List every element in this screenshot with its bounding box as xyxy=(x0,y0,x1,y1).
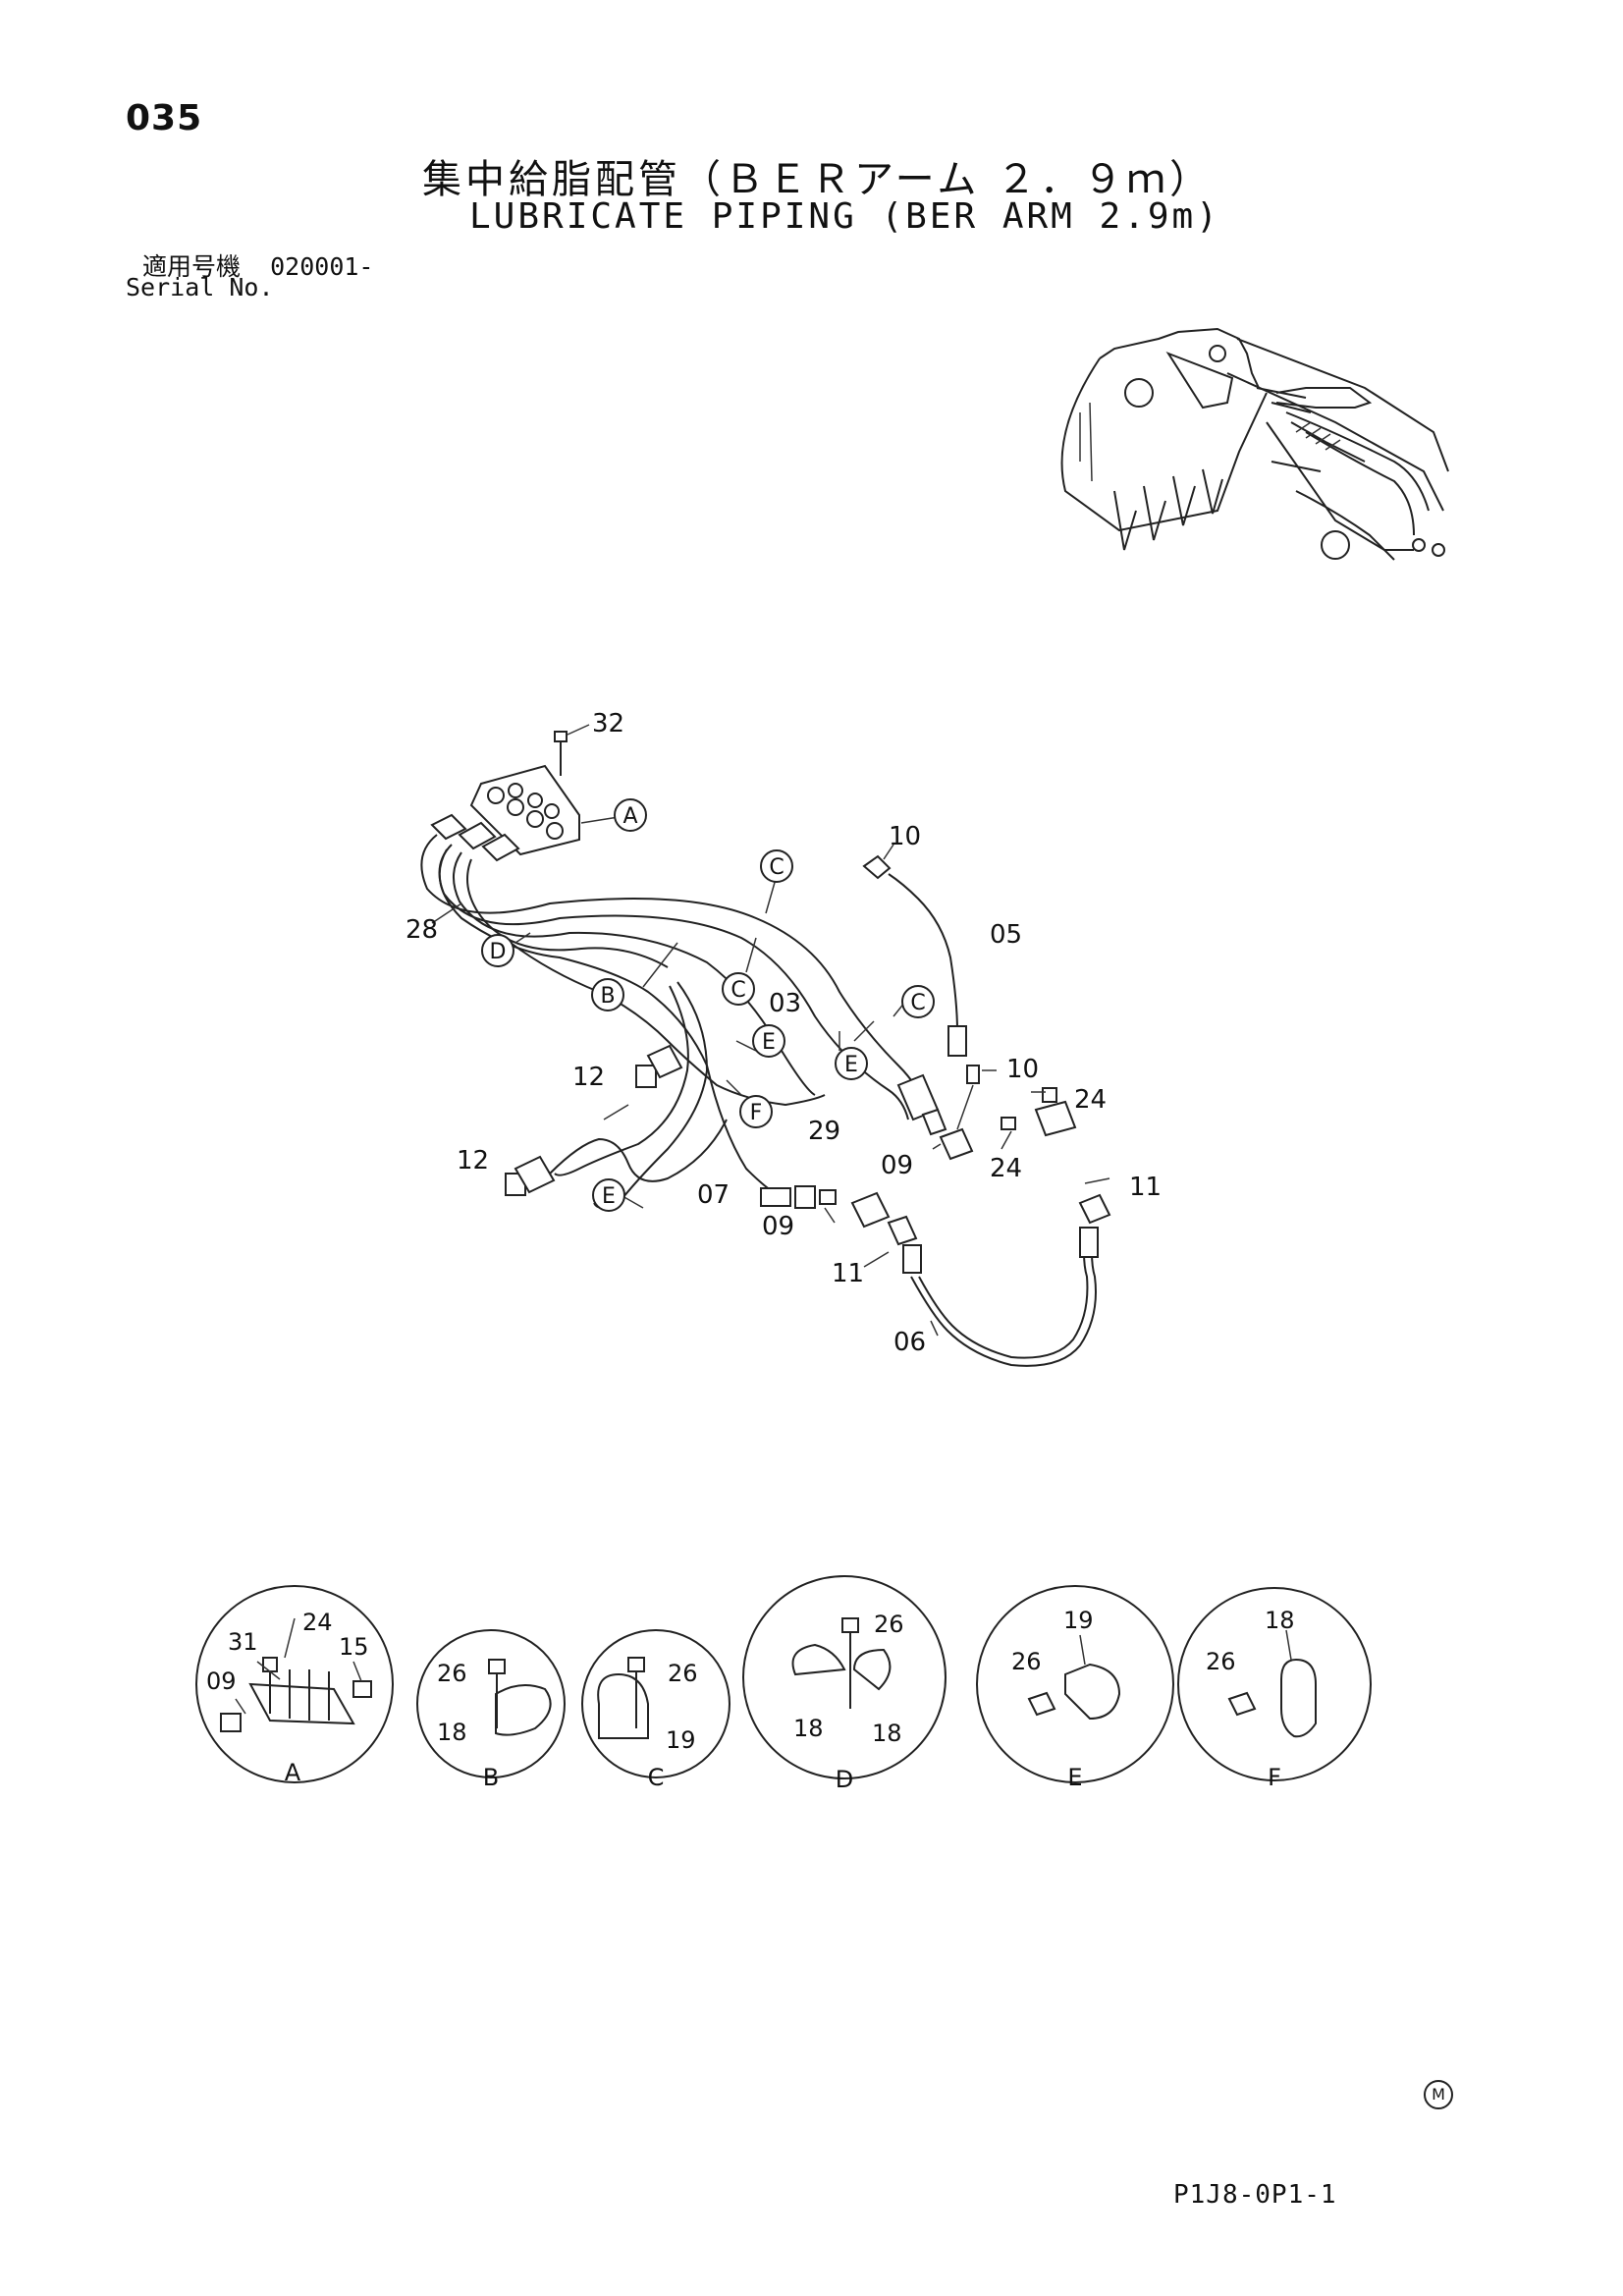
callout-11-lower: 11 xyxy=(832,1259,864,1288)
svg-text:A: A xyxy=(285,1759,301,1786)
callout-10-upper: 10 xyxy=(889,822,921,851)
callout-24-lower: 24 xyxy=(990,1154,1022,1183)
svg-text:31: 31 xyxy=(228,1628,258,1656)
svg-text:D: D xyxy=(490,940,507,964)
svg-text:19: 19 xyxy=(1063,1607,1094,1634)
detail-b: B 26 18 xyxy=(416,1629,566,1791)
callout-09-upper: 09 xyxy=(881,1151,913,1180)
svg-text:18: 18 xyxy=(793,1715,824,1742)
main-callouts: 32 28 10 05 03 12 12 10 24 24 29 09 07 0… xyxy=(406,709,1162,1357)
svg-text:09: 09 xyxy=(206,1667,237,1695)
svg-text:D: D xyxy=(836,1766,853,1793)
svg-text:C: C xyxy=(769,855,784,880)
svg-text:A: A xyxy=(622,804,637,829)
svg-text:E: E xyxy=(762,1030,776,1055)
ref-c-top: C xyxy=(760,849,793,883)
svg-text:26: 26 xyxy=(668,1660,698,1687)
svg-text:18: 18 xyxy=(437,1719,467,1746)
svg-text:B: B xyxy=(600,984,615,1009)
svg-text:E: E xyxy=(1067,1764,1082,1791)
svg-text:E: E xyxy=(844,1053,858,1077)
detail-c: C 26 19 xyxy=(581,1629,730,1791)
svg-text:26: 26 xyxy=(874,1611,904,1638)
svg-text:26: 26 xyxy=(1206,1648,1236,1675)
callout-24-upper: 24 xyxy=(1074,1085,1107,1115)
callout-12-lower: 12 xyxy=(457,1146,489,1175)
ref-c-right: C xyxy=(901,985,935,1018)
callout-12-upper: 12 xyxy=(572,1063,605,1092)
svg-text:18: 18 xyxy=(872,1720,902,1747)
callout-06: 06 xyxy=(893,1328,926,1357)
callout-29: 29 xyxy=(808,1117,840,1146)
svg-text:C: C xyxy=(910,991,925,1015)
svg-text:24: 24 xyxy=(302,1609,333,1636)
svg-text:F: F xyxy=(750,1101,763,1125)
detail-d: D 26 18 18 xyxy=(742,1575,947,1793)
ref-f: F xyxy=(739,1095,773,1128)
svg-text:C: C xyxy=(730,978,745,1003)
svg-text:15: 15 xyxy=(339,1633,369,1661)
callout-28: 28 xyxy=(406,915,438,945)
title-japanese: 集中給脂配管（ＢＥＲアーム ２．９ｍ） xyxy=(422,157,1214,202)
serial-label-en: Serial No. xyxy=(126,273,274,301)
ref-d: D xyxy=(481,934,514,967)
callout-07: 07 xyxy=(697,1180,730,1210)
serial-value: 020001- xyxy=(270,252,374,281)
svg-text:E: E xyxy=(602,1184,616,1209)
main-assembly xyxy=(420,724,1111,1367)
page-code: P1J8-0P1-1 xyxy=(1173,2180,1337,2210)
svg-text:19: 19 xyxy=(666,1726,696,1754)
m-mark: M xyxy=(1424,2080,1453,2109)
svg-text:C: C xyxy=(648,1764,665,1791)
ref-c-middle: C xyxy=(722,972,755,1006)
svg-text:18: 18 xyxy=(1265,1607,1295,1634)
ref-e-upper: E xyxy=(752,1024,785,1058)
ref-a: A xyxy=(614,798,647,832)
ref-b: B xyxy=(591,978,624,1011)
excavator-overview xyxy=(1060,327,1449,561)
svg-text:26: 26 xyxy=(1011,1648,1042,1675)
callout-10-lower: 10 xyxy=(1006,1055,1039,1084)
serial-line: 適用号機 020001- xyxy=(142,247,373,283)
main-detail-refs: A C D C B C E E F E xyxy=(481,798,935,1212)
ref-e-right: E xyxy=(835,1047,868,1080)
svg-text:26: 26 xyxy=(437,1660,467,1687)
callout-03: 03 xyxy=(769,989,801,1018)
callout-05: 05 xyxy=(990,920,1022,950)
ref-e-lower: E xyxy=(592,1178,625,1212)
serial-label-jp: 適用号機 xyxy=(142,252,242,281)
callout-09-lower: 09 xyxy=(762,1212,794,1241)
callout-11-right: 11 xyxy=(1129,1173,1162,1202)
svg-text:F: F xyxy=(1268,1764,1281,1791)
svg-text:B: B xyxy=(483,1764,499,1791)
detail-e: E 19 26 xyxy=(976,1585,1174,1791)
detail-a: A 24 31 15 09 xyxy=(195,1585,394,1786)
detail-f: F 18 26 xyxy=(1177,1587,1372,1791)
page-number: 035 xyxy=(126,98,203,138)
title-english: LUBRICATE PIPING (BER ARM 2.9m) xyxy=(469,196,1220,237)
callout-32: 32 xyxy=(592,709,624,738)
